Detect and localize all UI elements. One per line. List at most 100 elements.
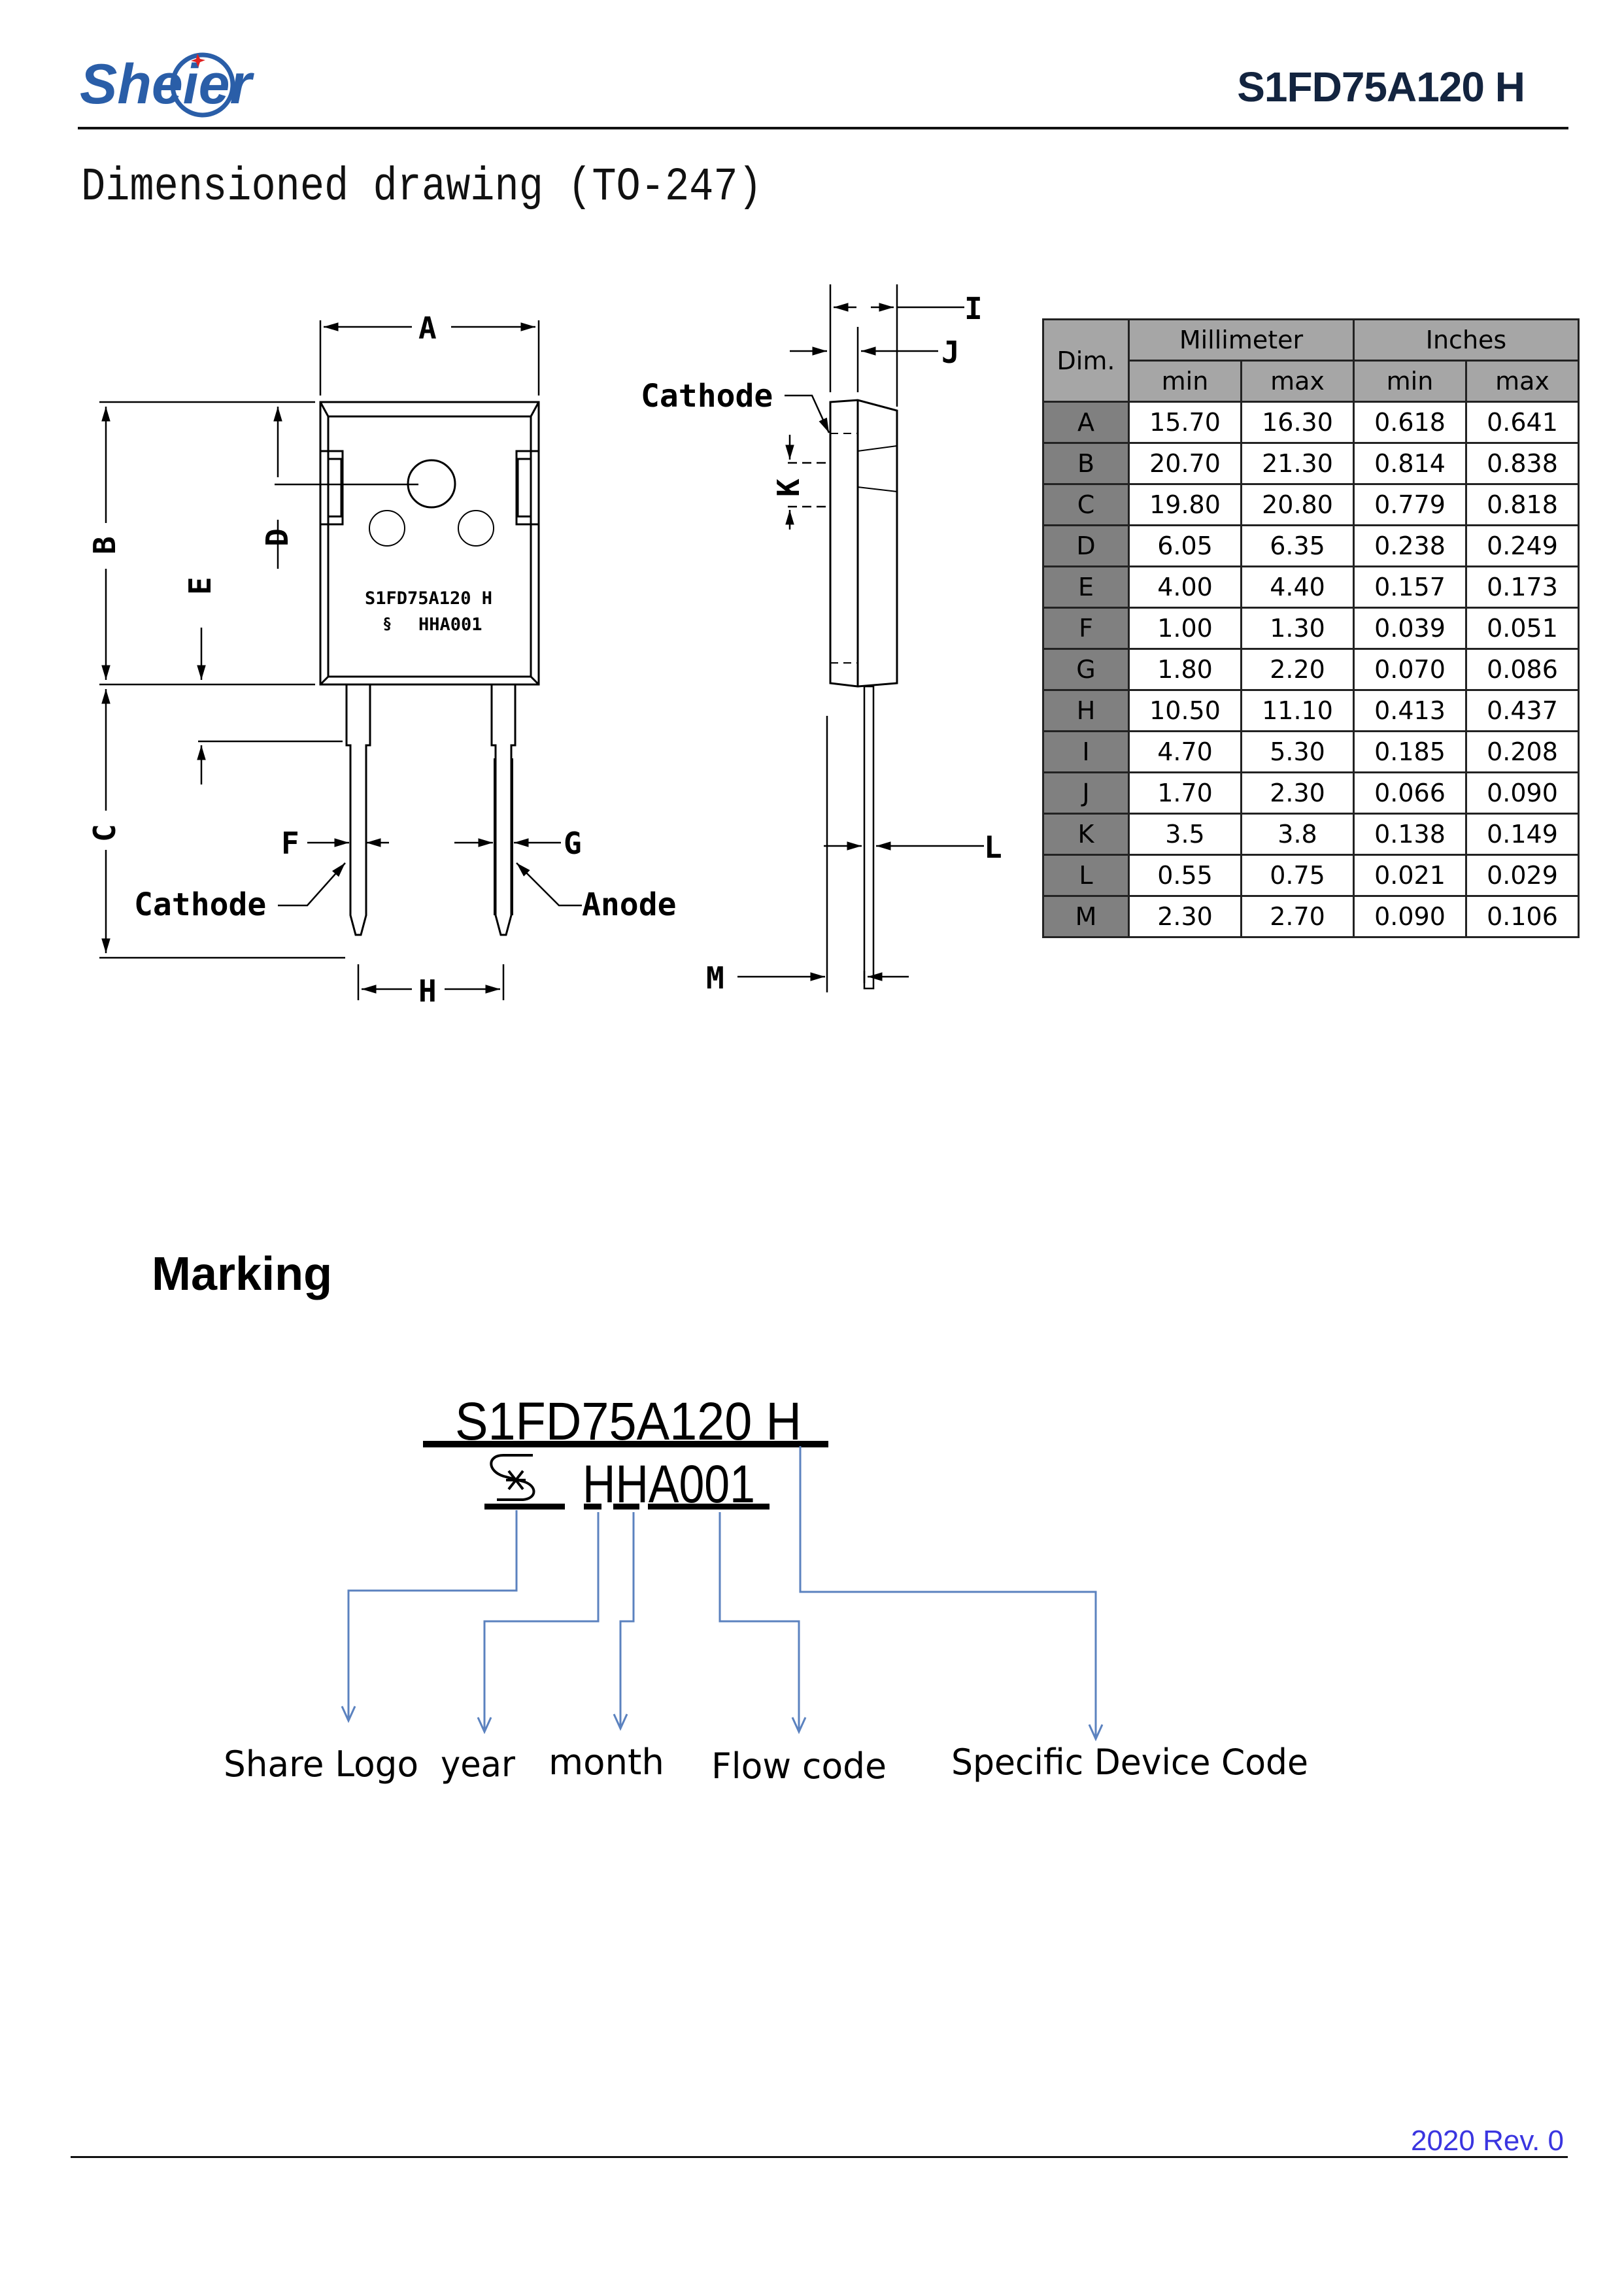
value-cell-mm-min: 4.70 [1128, 730, 1242, 773]
connector-share-logo [347, 1510, 518, 1718]
dim-label-d: D [260, 528, 295, 547]
connector-flow-code [719, 1512, 800, 1729]
footer-revision: 2020 Rev. 0 [1410, 2125, 1564, 2157]
side-lead [863, 685, 875, 990]
value-cell-mm-max: 0.75 [1240, 854, 1355, 897]
dim-label-k: K [771, 479, 806, 497]
dim-cell: A [1042, 401, 1130, 444]
connector-year [483, 1512, 600, 1729]
dim-label-g: G [564, 826, 582, 861]
anode-lead [490, 684, 516, 936]
value-cell-mm-min: 1.80 [1128, 648, 1242, 691]
value-cell-mm-max: 16.30 [1240, 401, 1355, 444]
footer-divider [71, 2156, 1568, 2158]
logo-star-icon [191, 54, 205, 67]
value-cell-mm-min: 4.00 [1128, 565, 1242, 609]
value-cell-in-min: 0.157 [1353, 565, 1467, 609]
label-flow-code: Flow code [711, 1746, 887, 1787]
dim-label-l: L [984, 830, 1002, 865]
dim-label-e: E [182, 577, 218, 595]
dim-cell: G [1042, 648, 1130, 691]
value-cell-in-min: 0.066 [1353, 771, 1467, 815]
logo-text: Sheier [80, 53, 254, 116]
value-cell-mm-min: 20.70 [1128, 442, 1242, 485]
dim-label-j: J [941, 335, 960, 370]
value-cell-in-max: 0.029 [1465, 854, 1580, 897]
cathode-lead [345, 684, 371, 936]
label-specific-device-code: Specific Device Code [951, 1742, 1308, 1783]
header-mm-max: max [1240, 360, 1355, 403]
value-cell-in-min: 0.138 [1353, 813, 1467, 856]
body-marking-line1: S1FD75A120 H [365, 588, 492, 609]
value-cell-in-min: 0.814 [1353, 442, 1467, 485]
side-dimension-lines [737, 284, 984, 992]
value-cell-mm-max: 4.40 [1240, 565, 1355, 609]
label-year: year [441, 1744, 516, 1785]
header-inches: Inches [1353, 318, 1580, 362]
value-cell-in-max: 0.051 [1465, 607, 1580, 650]
side-label-cathode: Cathode [641, 378, 773, 414]
dim-label-a: A [418, 311, 437, 346]
value-cell-mm-max: 6.35 [1240, 524, 1355, 567]
dim-cell: K [1042, 813, 1130, 856]
marking-connectors [341, 1446, 1104, 1742]
value-cell-in-max: 0.437 [1465, 689, 1580, 732]
header-in-max: max [1465, 360, 1580, 403]
marking-diagram: S1FD75A120 H HHA001 Share Logo year mont… [224, 1392, 1308, 1787]
dim-label-h: H [418, 973, 437, 1009]
value-cell-mm-min: 1.70 [1128, 771, 1242, 815]
dim-cell: M [1042, 895, 1130, 938]
value-cell-in-max: 0.090 [1465, 771, 1580, 815]
dim-label-i: I [964, 291, 983, 326]
value-cell-mm-max: 1.30 [1240, 607, 1355, 650]
dim-cell: C [1042, 483, 1130, 526]
value-cell-in-min: 0.185 [1353, 730, 1467, 773]
value-cell-in-min: 0.238 [1353, 524, 1467, 567]
dim-cell: I [1042, 730, 1130, 773]
dim-label-m: M [706, 960, 724, 996]
dim-cell: L [1042, 854, 1130, 897]
header-divider [78, 127, 1568, 129]
to247-dimensioned-drawing: A B C D E F G H S1FD75A120 H § HHA001 Ca… [87, 284, 1002, 1009]
value-cell-mm-max: 2.20 [1240, 648, 1355, 691]
value-cell-in-min: 0.779 [1353, 483, 1467, 526]
share-logo-icon [490, 1454, 535, 1501]
header-dim: Dim. [1042, 318, 1130, 403]
value-cell-mm-min: 15.70 [1128, 401, 1242, 444]
value-cell-mm-min: 1.00 [1128, 607, 1242, 650]
connector-device-code [799, 1446, 1097, 1736]
value-cell-in-max: 0.173 [1465, 565, 1580, 609]
section-title: Dimensioned drawing (TO-247) [81, 160, 762, 214]
front-dimension-lines [99, 320, 582, 1000]
value-cell-in-max: 0.086 [1465, 648, 1580, 691]
value-cell-mm-min: 3.5 [1128, 813, 1242, 856]
value-cell-in-max: 0.208 [1465, 730, 1580, 773]
value-cell-mm-min: 6.05 [1128, 524, 1242, 567]
value-cell-in-min: 0.021 [1353, 854, 1467, 897]
marking-title: Marking [152, 1248, 333, 1300]
header-millimeter: Millimeter [1128, 318, 1355, 362]
dim-label-f: F [281, 826, 299, 861]
value-cell-in-min: 0.413 [1353, 689, 1467, 732]
value-cell-mm-min: 0.55 [1128, 854, 1242, 897]
header-part-number: S1FD75A120 H [1237, 63, 1525, 110]
value-cell-mm-max: 11.10 [1240, 689, 1355, 732]
dim-cell: F [1042, 607, 1130, 650]
logo-swoosh-icon [170, 52, 235, 118]
marking-underlines [484, 1504, 770, 1510]
value-cell-in-max: 0.838 [1465, 442, 1580, 485]
value-cell-in-min: 0.039 [1353, 607, 1467, 650]
dim-cell: D [1042, 524, 1130, 567]
connector-month [619, 1512, 635, 1726]
value-cell-in-min: 0.618 [1353, 401, 1467, 444]
